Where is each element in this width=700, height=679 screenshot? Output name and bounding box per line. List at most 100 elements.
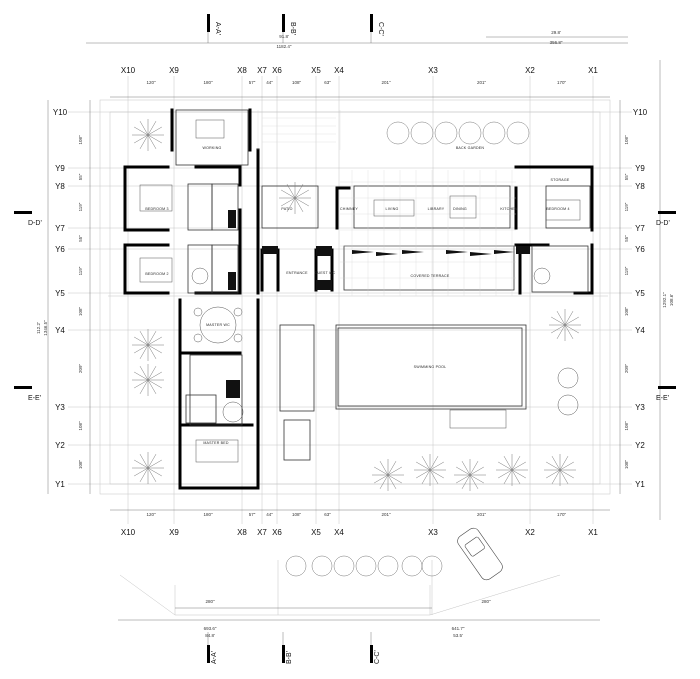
column-spacing-5-top: 63" [324,80,331,85]
dim-right-top: 29.8' [551,30,561,35]
section-label-e-right: E-E' [656,395,669,402]
grid-column-label-x10-bottom: X10 [121,528,136,537]
column-spacing-4-bottom: 108" [292,512,302,517]
grid-row-label-y10-right: Y10 [633,108,648,117]
section-label-c-bottom: C-C' [374,650,381,664]
site-boundary [99,99,611,616]
room-library: LIBRARY [428,207,445,211]
row-spacing-4-right: 119" [624,266,629,275]
dim-overall-top-metric: 1182.4" [276,44,291,49]
room-bedroom-2: BEDROOM 2 [145,272,168,276]
room-working: WORKING [203,146,222,150]
section-label-e-left: E-E' [28,395,41,402]
fixture-blocks [226,210,530,398]
palm-tree-10 [279,182,311,214]
furniture [139,119,581,463]
grid-column-label-x3-top: X3 [428,66,438,75]
section-label-c-top: C-C' [377,22,384,36]
dim-bottom-total-left: 693.6" [204,626,217,631]
shrub-23 [421,555,443,577]
dim-bottom-total-right: 641.7" [452,626,465,631]
row-spacing-6-right: 209" [624,364,629,374]
grid-row-label-y5-left: Y5 [55,289,65,298]
dim-right-total-ft: 108.6' [669,294,674,306]
room-patio: PATIO [281,207,292,211]
column-spacing-0-top: 120" [146,80,156,85]
grid-column-label-x9-bottom: X9 [169,528,179,537]
palm-tree-7 [454,459,486,491]
palm-tree-9 [544,454,576,486]
row-spacing-7-right: 108" [624,421,629,431]
room-entrance: ENTRANCE [286,271,308,275]
grid-column-label-x3-bottom: X3 [428,528,438,537]
row-spacing-5-right: 108" [624,307,629,317]
section-label-d-right: D-D' [656,220,670,227]
shrub-13 [434,121,458,145]
grid-column-label-x5-bottom: X5 [311,528,321,537]
grid-row-label-y4-left: Y4 [55,326,65,335]
room-living: LIVING [386,207,399,211]
room-back-garden: BACK GARDEN [456,146,485,150]
column-spacing-3-top: 44" [266,80,273,85]
grid-column-label-x2-top: X2 [525,66,535,75]
shrub-19 [333,555,355,577]
palm-tree-5 [372,459,404,491]
dim-overall-top: 91.8' [279,34,289,39]
grid-column-label-x6-top: X6 [272,66,282,75]
column-spacing-7-top: 201" [477,80,487,85]
section-label-d-left: D-D' [28,220,42,227]
dim-bottom-right: 280" [481,599,491,604]
row-spacing-3-right: 55" [624,235,629,242]
grid-row-label-y6-left: Y6 [55,245,65,254]
palm-tree-0 [132,119,164,151]
column-spacing-7-bottom: 201" [477,512,487,517]
room-chimney: CHIMNEY [340,207,358,211]
grid-row-label-y2-left: Y2 [55,441,65,450]
room-bedroom-4: BEDROOM 4 [546,207,569,211]
row-spacing-2-right: 119" [624,202,629,211]
section-label-a-bottom: A-A' [211,651,218,664]
dim-left-total: 112.2' [36,322,41,334]
room-master-bed: MASTER BED [203,441,229,445]
room-bedroom-3: BEDROOM 3 [145,207,168,211]
grid-row-label-y8-left: Y8 [55,182,65,191]
grid-column-label-x1-bottom: X1 [588,528,598,537]
grid-row-label-y2-right: Y2 [635,441,645,450]
column-spacing-5-bottom: 63" [324,512,331,517]
row-spacing-0-left: 108" [78,135,83,145]
row-spacing-6-left: 209" [78,364,83,374]
dimension-lines [47,32,661,645]
dim-bottom-total-left-ft: 84.8' [205,633,215,638]
shrub-12 [410,121,434,145]
column-spacing-2-top: 57" [249,80,256,85]
tiled-floor [257,110,516,296]
column-spacing-2-bottom: 57" [249,512,256,517]
room-guest-wc: GUEST WC [315,271,336,275]
grid-row-label-y6-right: Y6 [635,245,645,254]
shrub-15 [482,121,506,145]
column-spacing-1-top: 180" [203,80,213,85]
section-marks [14,14,676,663]
row-spacing-8-left: 108" [78,460,83,470]
exterior-walls [123,108,594,490]
grid-row-label-y8-right: Y8 [635,182,645,191]
shrub-17 [285,555,307,577]
grid-column-label-x7-top: X7 [257,66,267,75]
row-spacing-0-right: 108" [624,135,629,145]
grid-column-label-x10-top: X10 [121,66,136,75]
room-dining: DINING [453,207,467,211]
grid-row-label-y3-left: Y3 [55,403,65,412]
column-spacing-8-top: 170" [557,80,567,85]
palm-tree-6 [414,454,446,486]
palm-tree-4 [549,309,581,341]
row-spacing-5-left: 108" [78,307,83,317]
grid-column-label-x8-top: X8 [237,66,247,75]
palm-tree-1 [132,329,164,361]
grid-column-label-x1-top: X1 [588,66,598,75]
parked-car [457,527,503,581]
room-covered-terrace: COVERED TERRACE [411,274,450,278]
column-spacing-1-bottom: 180" [203,512,213,517]
shrub-11 [386,121,410,145]
shrub-14 [458,121,482,145]
